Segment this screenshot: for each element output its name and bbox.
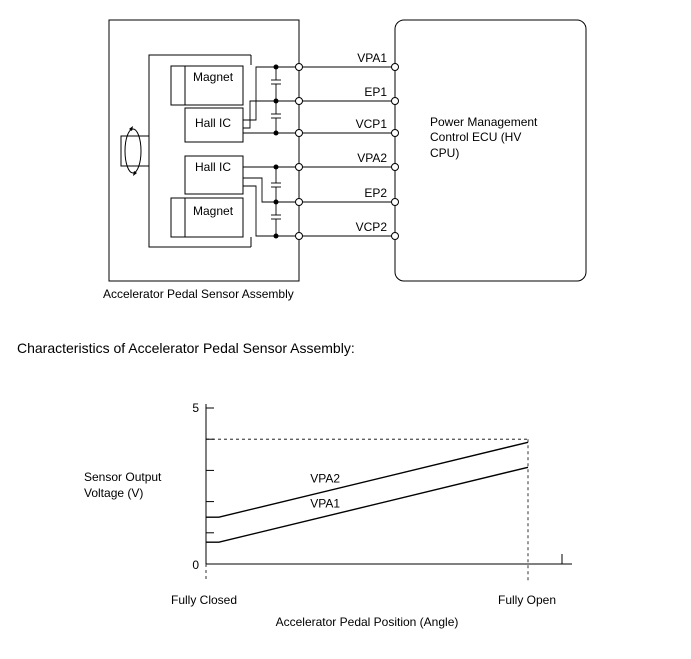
hall-ic-label-lower: Hall IC [195, 160, 231, 174]
series-label-vpa1: VPA1 [310, 496, 340, 510]
lower-capacitor-network [243, 167, 281, 237]
y-tick-label-5: 5 [192, 401, 199, 415]
series-label-vpa2: VPA2 [310, 471, 340, 485]
junction-dots [273, 64, 279, 239]
ecu-terminals [391, 63, 399, 240]
ecu-label-line-3: CPU) [430, 146, 459, 160]
y-tick-label-0: 0 [192, 558, 199, 572]
characteristics-chart: Sensor Output Voltage (V) Accelerator Pe… [84, 401, 572, 629]
magnet-label-lower: Magnet [193, 204, 234, 218]
wire-label-ep2: EP2 [364, 186, 387, 200]
hall-ic-label-upper: Hall IC [195, 116, 231, 130]
wire-label-vpa1: VPA1 [357, 51, 387, 65]
x-axis-label: Accelerator Pedal Position (Angle) [276, 615, 459, 629]
rotation-shaft-icon [120, 126, 150, 176]
ecu-label-line-1: Power Management [430, 115, 538, 129]
sensor-terminals [295, 63, 303, 240]
wire-label-vcp2: VCP2 [356, 220, 388, 234]
x-tick-label-fully-closed: Fully Closed [171, 593, 237, 607]
ecu-box [394, 19, 587, 282]
assembly-label: Accelerator Pedal Sensor Assembly [103, 287, 294, 301]
hall-ic-box-upper [184, 107, 244, 143]
series-line-vpa2 [206, 441, 529, 518]
magnet-label-upper: Magnet [193, 70, 234, 84]
ecu-label-line-2: Control ECU (HV [430, 130, 521, 144]
x-tick-label-fully-open: Fully Open [498, 593, 556, 607]
series-line-vpa1 [206, 466, 529, 543]
wire-label-vcp1: VCP1 [356, 117, 388, 131]
magnet-box-lower [170, 197, 244, 238]
y-axis-label-line-1: Sensor Output [84, 470, 162, 484]
wire-label-vpa2: VPA2 [357, 151, 387, 165]
wire-label-ep1: EP1 [364, 85, 387, 99]
hall-ic-box-lower [184, 155, 244, 195]
y-axis-label-line-2: Voltage (V) [84, 486, 143, 500]
characteristics-heading: Characteristics of Accelerator Pedal Sen… [17, 340, 355, 356]
wire-labels: VPA1 EP1 VCP1 VPA2 EP2 VCP2 [356, 51, 388, 234]
